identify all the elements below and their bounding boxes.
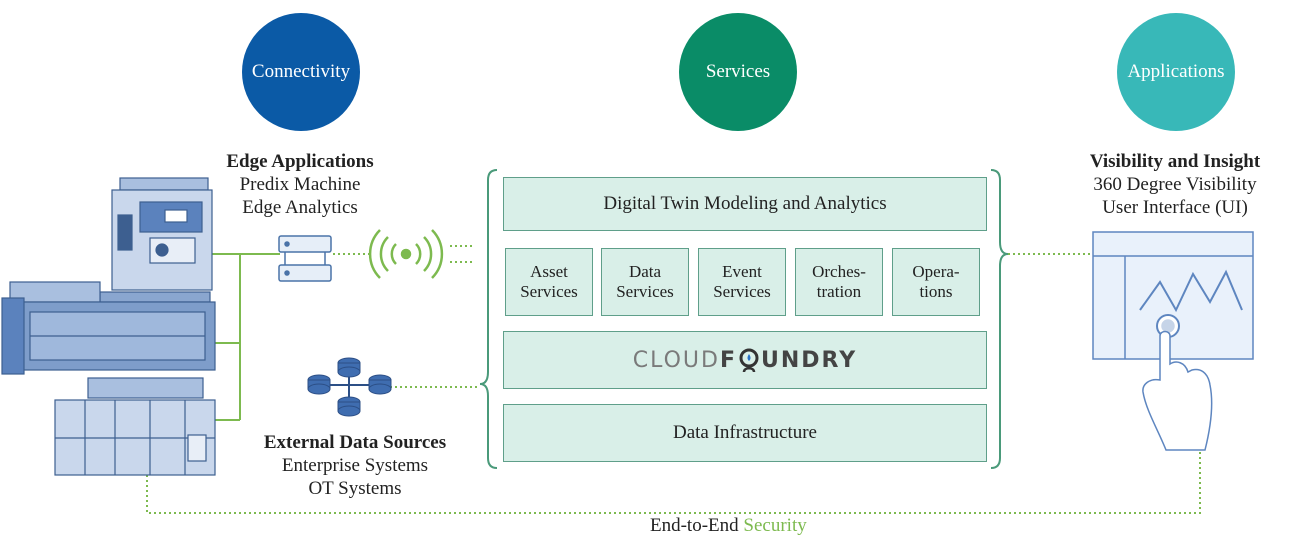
- foundry-f: F: [719, 347, 737, 373]
- external-title: External Data Sources: [263, 432, 447, 453]
- visibility-line1: 360 Degree Visibility: [1093, 174, 1257, 195]
- cloud-foundry-logo: CLOUD F UNDRY: [633, 347, 857, 373]
- external-data-sources-label: External Data Sources Enterprise Systems…: [230, 431, 480, 500]
- right-brace: [990, 169, 1009, 469]
- data-infrastructure-label: Data Infrastructure: [672, 422, 817, 443]
- visibility-label: Visibility and Insight 360 Degree Visibi…: [1055, 150, 1295, 219]
- server-icon: [278, 235, 332, 282]
- machine-illustration: [1, 177, 216, 476]
- cloud-foundry-box: CLOUD F UNDRY: [503, 331, 987, 389]
- foundry-o-icon: [738, 347, 760, 373]
- edge-applications-label: Edge Applications Predix Machine Edge An…: [180, 150, 420, 219]
- service-event-line1: Event: [722, 262, 762, 281]
- services-circle: Services: [679, 13, 797, 131]
- connectivity-circle: Connectivity: [242, 13, 360, 131]
- service-box-asset: Asset Services: [505, 248, 593, 316]
- digital-twin-box: Digital Twin Modeling and Analytics: [503, 177, 987, 231]
- dotted-connectors: [146, 245, 1201, 514]
- service-orchestration-line1: Orches-: [812, 262, 866, 281]
- service-data-line1: Data: [628, 262, 662, 281]
- edge-line1: Predix Machine: [239, 174, 361, 195]
- connectivity-label: Connectivity: [251, 61, 351, 82]
- external-line1: Enterprise Systems: [281, 455, 429, 476]
- security-prefix: End-to-End: [650, 515, 739, 536]
- wireless-icon: [368, 229, 444, 279]
- service-operations-line2: tions: [919, 282, 953, 301]
- service-event-line2: Services: [713, 282, 771, 301]
- service-asset-line1: Asset: [530, 262, 568, 281]
- applications-circle: Applications: [1117, 13, 1235, 131]
- cloud-word: CLOUD: [632, 347, 720, 373]
- foundry-word: UNDRY: [761, 347, 858, 373]
- service-box-operations: Opera- tions: [892, 248, 980, 316]
- applications-label: Applications: [1127, 61, 1225, 82]
- service-asset-line2: Services: [520, 282, 578, 301]
- edge-title: Edge Applications: [226, 151, 374, 172]
- external-line2: OT Systems: [308, 478, 402, 499]
- service-box-orchestration: Orches- tration: [795, 248, 883, 316]
- data-infrastructure-box: Data Infrastructure: [503, 404, 987, 462]
- security-accent: Security: [743, 515, 807, 536]
- left-brace: [479, 169, 498, 469]
- edge-line2: Edge Analytics: [242, 197, 358, 218]
- visibility-title: Visibility and Insight: [1089, 151, 1261, 172]
- services-label: Services: [705, 61, 771, 82]
- database-network-icon: [307, 357, 392, 417]
- digital-twin-label: Digital Twin Modeling and Analytics: [603, 193, 887, 214]
- machine-connectors: [200, 253, 280, 421]
- service-operations-line1: Opera-: [912, 262, 960, 281]
- service-box-data: Data Services: [601, 248, 689, 316]
- touch-ui-icon: [1092, 231, 1254, 451]
- security-label: End-to-End Security: [650, 515, 807, 537]
- service-orchestration-line2: tration: [816, 282, 862, 301]
- visibility-line2: User Interface (UI): [1102, 197, 1248, 218]
- service-data-line2: Services: [616, 282, 674, 301]
- service-box-event: Event Services: [698, 248, 786, 316]
